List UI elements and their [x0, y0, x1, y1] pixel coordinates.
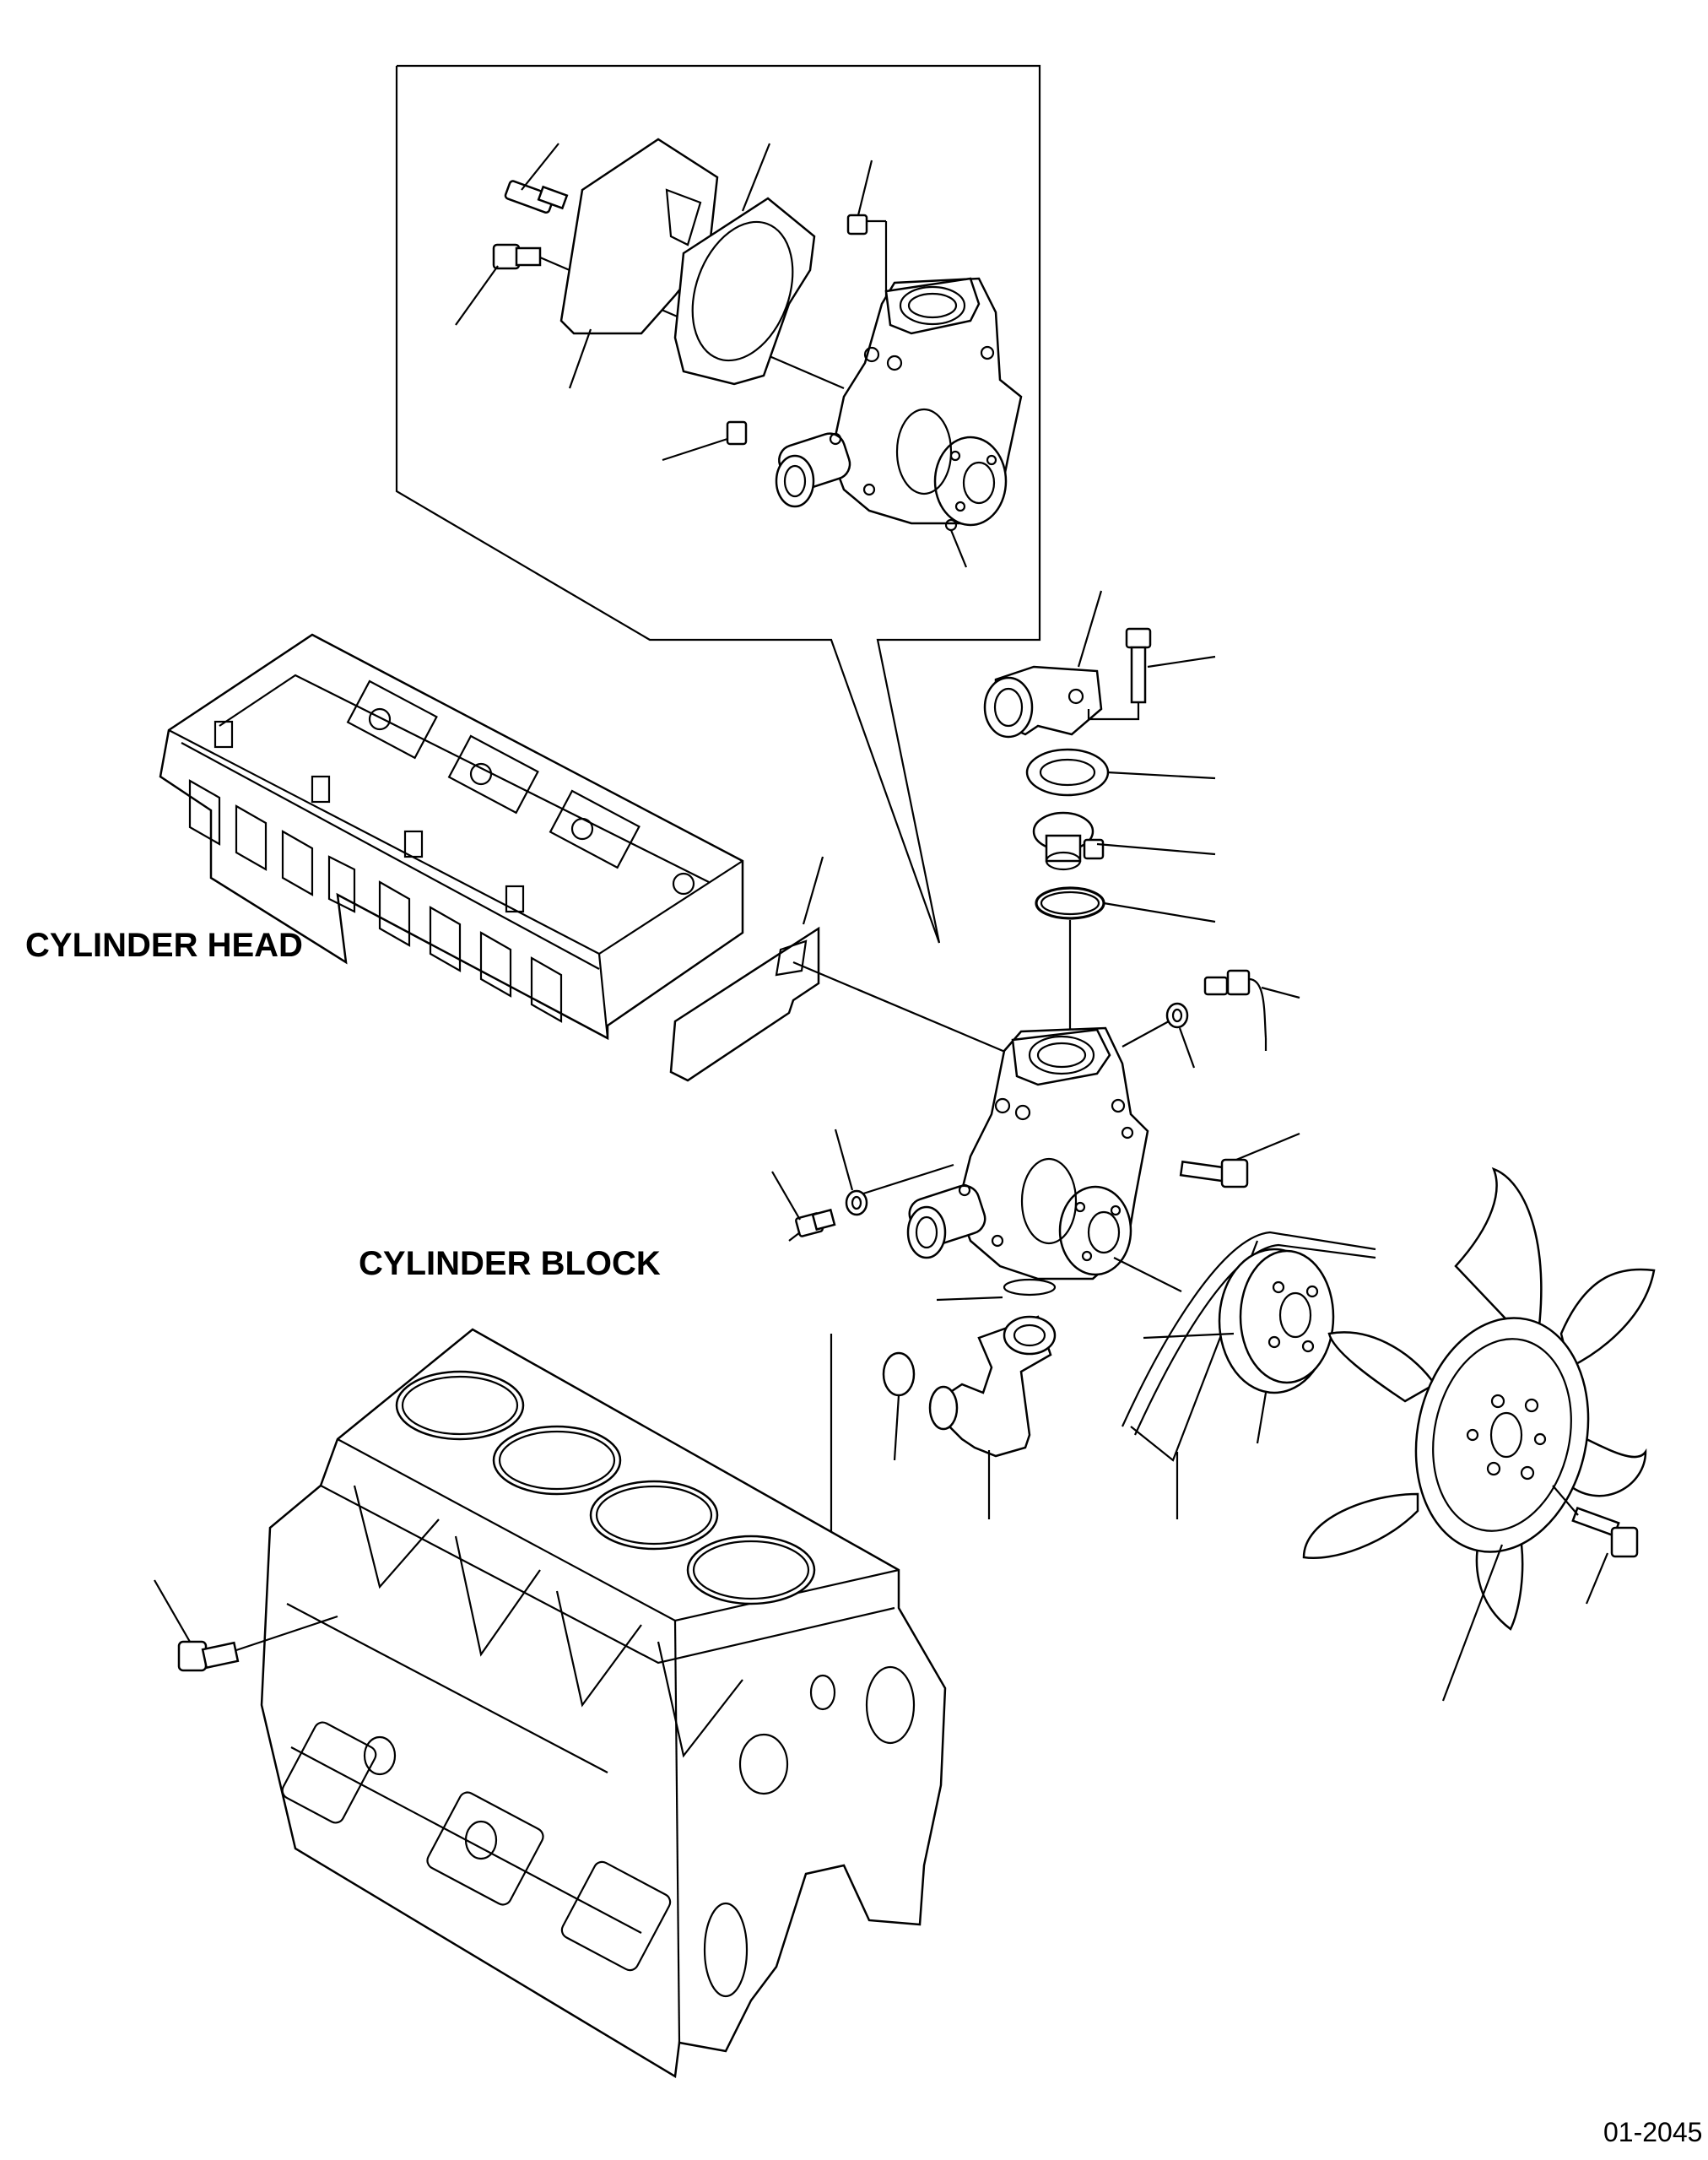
- thermostat-cover: [983, 590, 1216, 739]
- hose-o-ring: [936, 1278, 1057, 1302]
- block-drain-bolt: [154, 1579, 338, 1672]
- fan-pulley: [1143, 1248, 1335, 1444]
- inset-plug: [846, 160, 888, 321]
- block-bores: [395, 1370, 816, 1605]
- pump-o-ring: [834, 1129, 868, 1216]
- water-pump: [860, 1026, 1182, 1292]
- cylinder-block: [260, 1328, 947, 2079]
- water-hose: [928, 1315, 1057, 1519]
- head-ports: [188, 779, 563, 1023]
- cylinder-head-label: CYLINDER HEAD: [25, 927, 303, 964]
- detail-inset: [395, 64, 1041, 944]
- inset-gasket-1: [559, 138, 719, 389]
- small-washer: [1122, 1002, 1196, 1069]
- cooling-fan: [1302, 1167, 1656, 1702]
- thermostat-o-ring: [1035, 886, 1216, 1047]
- fan-bolt: [1552, 1485, 1639, 1605]
- block-windows: [281, 1721, 672, 1972]
- cylinder-block-label: CYLINDER BLOCK: [359, 1245, 661, 1282]
- block-front-holes: [703, 1665, 916, 1998]
- water-temp-sensor: [771, 1171, 836, 1242]
- temperature-sender: [1203, 969, 1300, 1051]
- thermostat-gasket: [1025, 748, 1216, 797]
- cylinder-head-gasket: [669, 856, 1018, 1082]
- thermostat: [1032, 811, 1216, 871]
- seal-disc: [882, 1351, 916, 1461]
- pump-bolt: [1179, 1132, 1300, 1188]
- inset-water-pump: [775, 277, 1023, 568]
- inset-plug-2: [662, 420, 748, 462]
- inset-gasket-2: [673, 143, 816, 386]
- drawing-number: 01-2045: [1603, 2117, 1703, 2147]
- thermostat-bolt: [1087, 627, 1216, 721]
- head-valve-covers: [346, 679, 695, 896]
- cylinder-head: [159, 633, 744, 1041]
- head-valve-springs: [214, 720, 525, 913]
- inset-bolt: [504, 143, 569, 214]
